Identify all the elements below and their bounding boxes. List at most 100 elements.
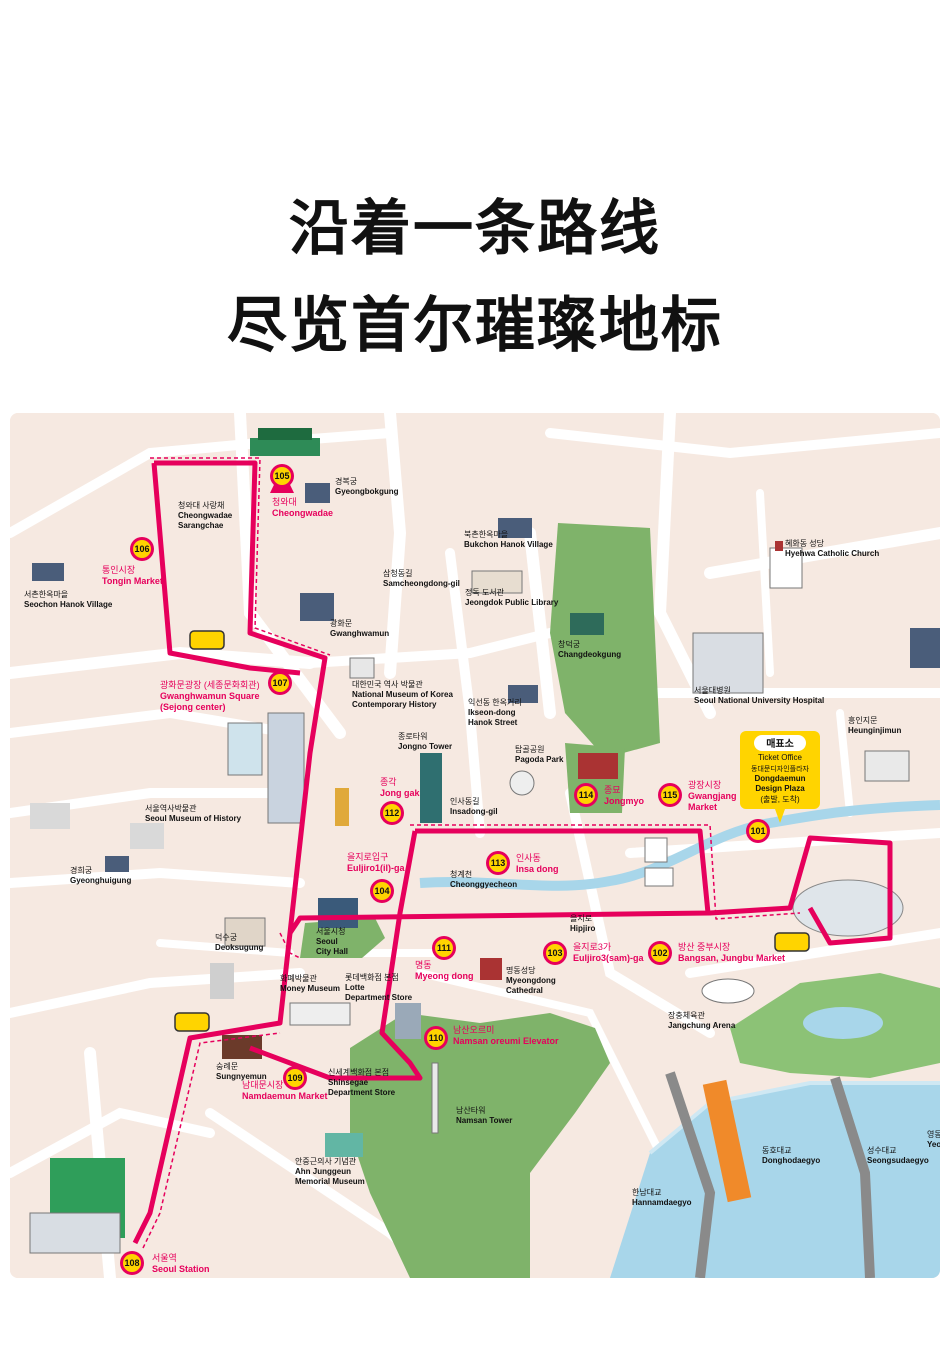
svg-text:Seoul: Seoul [316,937,338,946]
stop-114[interactable]: 114 종묘 Jongmyo [574,783,645,807]
stop-108[interactable]: 108 서울역 Seoul Station [120,1251,210,1275]
stop-110[interactable]: 110 남산오르미 Namsan oreumi Elevator [424,1025,559,1050]
ticket-office-ko: 동대문디자인플라자 [751,764,810,773]
svg-text:인사동길: 인사동길 [450,796,479,806]
svg-text:을지로: 을지로 [570,914,592,923]
stop-106[interactable]: 106 통인시장 Tongin Market [102,537,163,586]
svg-text:안중근의사 기념관: 안중근의사 기념관 [295,1156,357,1166]
svg-text:남산타워: 남산타워 [456,1105,485,1115]
stop-number: 103 [547,948,562,958]
svg-text:익선동 한옥거리: 익선동 한옥거리 [468,697,522,707]
svg-text:동호대교: 동호대교 [762,1146,791,1155]
ticket-office-subtitle: Ticket Office [758,753,803,762]
svg-text:종로타워: 종로타워 [398,732,427,741]
svg-text:Hannamdaegyo: Hannamdaegyo [632,1198,692,1207]
svg-text:Ahn Junggeun: Ahn Junggeun [295,1167,351,1176]
stop-name-ko: 남산오르미 [453,1025,494,1035]
building-icons [29,428,940,1254]
svg-text:Cheongwadae: Cheongwadae [178,511,233,520]
stop-112[interactable]: 112 종각 Jong gak [380,776,421,825]
svg-text:롯데백화점 본점: 롯데백화점 본점 [345,972,399,982]
svg-text:Changdeokgung: Changdeokgung [558,650,621,659]
stop-number: 113 [491,858,506,868]
svg-text:신세계백화점 본점: 신세계백화점 본점 [328,1067,389,1077]
stop-number: 101 [750,826,765,836]
ticket-office-en1: Dongdaemun [754,774,805,783]
svg-text:Hyehwa Catholic Church: Hyehwa Catholic Church [785,549,879,558]
svg-text:Shinsegae: Shinsegae [328,1078,369,1087]
stop-name-en2: Market [688,802,717,812]
stop-101[interactable]: 101 [746,819,770,843]
stop-name-en: Jongmyo [604,796,645,806]
stop-102[interactable]: 102 방산 중부시장 Bangsan, Jungbu Market [648,941,785,965]
stop-name-en: Namsan oreumi Elevator [453,1036,559,1046]
stop-113[interactable]: 113 인사동 Insa dong [486,851,559,875]
stop-105[interactable]: 105 청와대 Cheongwadae [270,464,333,518]
svg-text:Hanok Street: Hanok Street [468,718,518,727]
stop-name-ko: 을지로3가 [573,942,611,952]
stop-name-ko: 광화문광장 (세종문화회관) [160,679,260,690]
headline-line-1: 沿着一条路线 [289,194,661,264]
svg-text:성수대교: 성수대교 [867,1146,896,1155]
stop-number: 108 [124,1258,139,1268]
stop-number: 102 [652,948,667,958]
svg-text:Heunginjimun: Heunginjimun [848,726,901,735]
svg-text:Gyeonghuigung: Gyeonghuigung [70,876,131,885]
stop-name-ko: 통인시장 [102,565,135,575]
svg-text:Cathedral: Cathedral [506,986,543,995]
ticket-office-callout[interactable]: 매표소 Ticket Office 동대문디자인플라자 Dongdaemun D… [740,731,820,823]
stop-name-en: Gwangjang [688,791,737,801]
svg-text:City Hall: City Hall [316,947,348,956]
svg-text:Seochon Hanok Village: Seochon Hanok Village [24,600,113,609]
stop-109[interactable]: 109 남대문시장 Namdaemun Market [242,1066,328,1101]
svg-text:Ikseon-dong: Ikseon-dong [468,708,516,717]
svg-text:명동성당: 명동성당 [506,965,536,975]
svg-text:경복궁: 경복궁 [335,476,357,486]
svg-text:Sungnyemun: Sungnyemun [216,1072,267,1081]
stop-number: 114 [579,790,594,800]
stop-103[interactable]: 103 을지로3가 Euljiro3(sam)-ga [543,941,645,965]
svg-text:Donghodaegyo: Donghodaegyo [762,1156,820,1165]
stop-111[interactable]: 111 명동 Myeong dong [415,936,474,981]
city-tour-route-map: 105 청와대 Cheongwadae 106 통인시장 Tongin Mark… [10,413,940,1278]
stop-name-en: Cheongwadae [272,508,333,518]
stop-115[interactable]: 115 광장시장 Gwangjang Market [658,779,737,812]
cheonggyecheon-stream [419,800,940,891]
stop-number: 112 [385,808,400,818]
svg-text:광화문: 광화문 [330,618,352,628]
stop-name-ko: 청와대 [272,496,297,507]
svg-text:서울역사박물관: 서울역사박물관 [145,803,197,813]
donghodaegyo-bridge [702,1079,752,1203]
svg-text:Bukchon Hanok Village: Bukchon Hanok Village [464,540,553,549]
stop-104[interactable]: 104 을지로입구 Euljiro1(il)-ga [347,851,405,903]
svg-text:Yeo: Yeo [927,1140,940,1149]
svg-text:화폐박물관: 화폐박물관 [280,973,317,983]
stop-name-en: Euljiro1(il)-ga [347,863,405,873]
svg-text:창덕궁: 창덕궁 [558,639,580,649]
stop-107[interactable]: 107 광화문광장 (세종문화회관) Gwanghwamun Square (S… [160,671,292,712]
stop-number: 110 [429,1033,444,1043]
stop-name-ko: 인사동 [516,853,541,863]
stop-name-ko: 방산 중부시장 [678,942,730,952]
